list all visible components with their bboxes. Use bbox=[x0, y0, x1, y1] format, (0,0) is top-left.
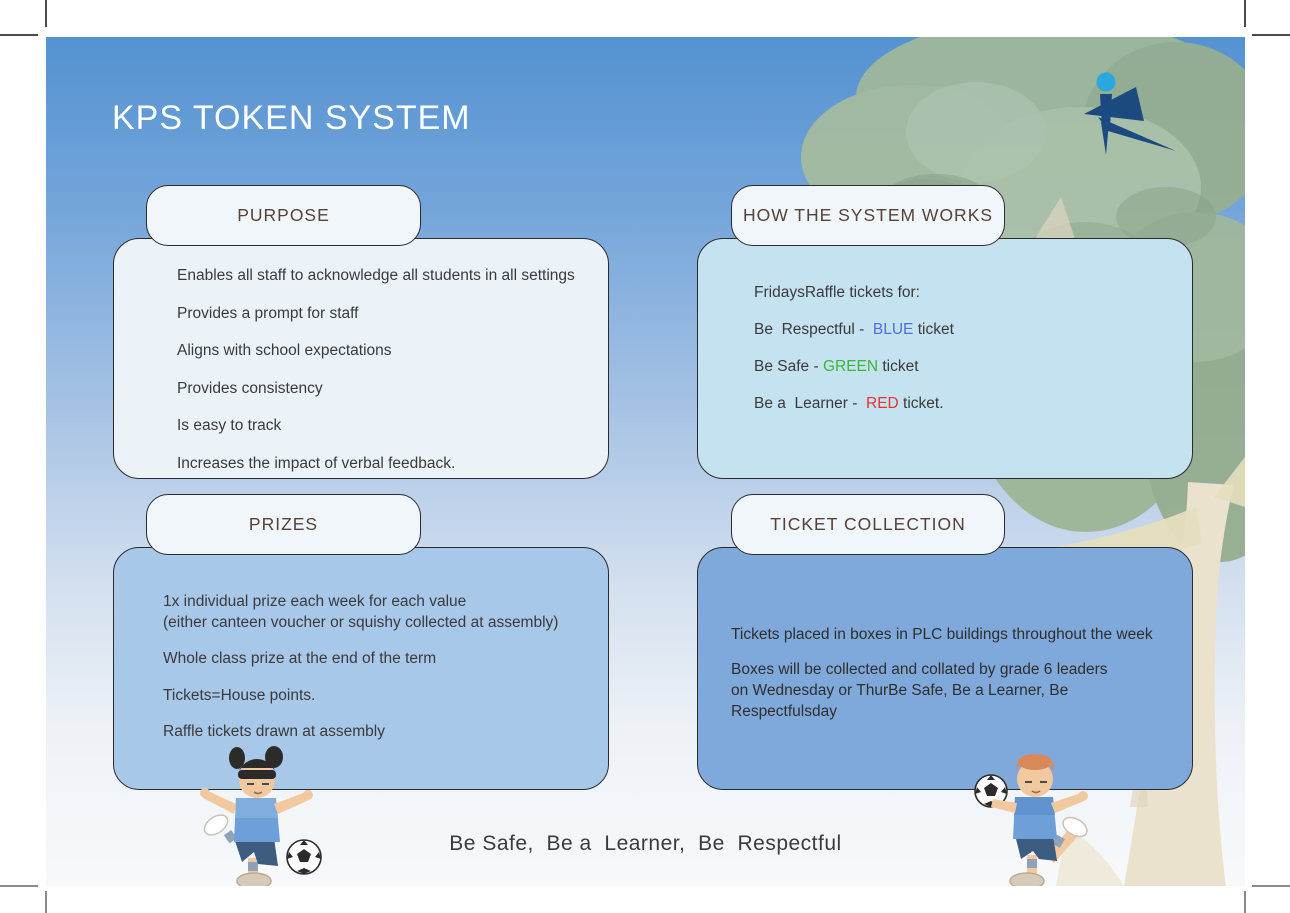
values-tagline: Be Safe, Be a Learner, Be Respectful bbox=[449, 832, 842, 855]
crop-mark-top-right-vertical bbox=[1244, 0, 1246, 27]
rule-suffix: ticket bbox=[878, 358, 919, 375]
collection-heading-pill: TICKET COLLECTION bbox=[731, 494, 1005, 555]
rule-prefix: Be Respectful - bbox=[754, 321, 873, 338]
how-heading-label: HOW THE SYSTEM WORKS bbox=[742, 205, 994, 225]
poster-page: KPS TOKEN SYSTEM PURPOSE Enables all sta… bbox=[46, 37, 1245, 886]
purpose-item: Provides a prompt for staff bbox=[177, 304, 359, 322]
prizes-item: Whole class prize at the end of the term bbox=[163, 650, 437, 667]
collection-card: Tickets placed in boxes in PLC buildings… bbox=[697, 547, 1193, 790]
prizes-card: 1x individual prize each week for each v… bbox=[113, 547, 609, 790]
how-heading-pill: HOW THE SYSTEM WORKS bbox=[731, 185, 1005, 246]
purpose-item: Is easy to track bbox=[177, 417, 282, 434]
crop-mark-bottom-left-horizontal bbox=[0, 885, 38, 887]
collection-heading-label: TICKET COLLECTION bbox=[770, 514, 966, 534]
prizes-item: 1x individual prize each week for each v… bbox=[163, 593, 559, 631]
ticket-color-word-blue: BLUE bbox=[872, 321, 914, 338]
prizes-item: Tickets=House points. bbox=[163, 686, 316, 704]
purpose-item: Aligns with school expectations bbox=[177, 342, 392, 359]
prizes-item: Raffle tickets drawn at assembly bbox=[163, 723, 385, 740]
rule-prefix: Be Safe - bbox=[754, 358, 823, 375]
purpose-heading-label: PURPOSE bbox=[237, 205, 330, 225]
purpose-card: Enables all staff to acknowledge all stu… bbox=[113, 238, 609, 479]
crop-mark-bottom-right-horizontal bbox=[1252, 885, 1290, 887]
rule-suffix: ticket bbox=[913, 321, 954, 338]
ticket-color-word-red: RED bbox=[866, 395, 899, 412]
crop-mark-bottom-right-vertical bbox=[1244, 891, 1246, 913]
raffle-intro-line: FridaysRaffle tickets for: bbox=[754, 284, 920, 301]
soccer-ball-icon bbox=[286, 839, 322, 875]
boy-soccer-illustration bbox=[974, 754, 1088, 886]
crop-mark-top-left-horizontal bbox=[0, 34, 38, 36]
purpose-heading-pill: PURPOSE bbox=[146, 185, 421, 246]
prizes-heading-label: PRIZES bbox=[248, 514, 319, 534]
crop-mark-top-left-vertical bbox=[45, 0, 47, 27]
ticket-rule-learner: Be a Learner - RED ticket. bbox=[754, 385, 1172, 422]
rule-prefix: Be a Learner - bbox=[754, 395, 867, 412]
collection-item: Boxes will be collected and collated by … bbox=[731, 661, 1108, 720]
girl-soccer-illustration bbox=[200, 746, 313, 886]
how-card: FridaysRaffle tickets for: Be Respectful… bbox=[697, 238, 1193, 479]
prizes-heading-pill: PRIZES bbox=[146, 494, 421, 555]
school-logo-icon bbox=[1084, 72, 1176, 155]
ticket-color-word-green: GREEN bbox=[822, 358, 879, 375]
ticket-rule-respectful: Be Respectful - BLUE ticket bbox=[754, 311, 1172, 348]
purpose-item: Provides consistency bbox=[177, 379, 323, 397]
purpose-item: Increases the impact of verbal feedback. bbox=[177, 454, 456, 472]
crop-mark-bottom-left-vertical bbox=[45, 891, 47, 913]
collection-item: Tickets placed in boxes in PLC buildings… bbox=[731, 626, 1153, 643]
ticket-rule-safe: Be Safe - GREEN ticket bbox=[754, 348, 1172, 385]
rule-suffix: ticket. bbox=[898, 395, 944, 412]
crop-mark-top-right-horizontal bbox=[1252, 34, 1290, 36]
purpose-item: Enables all staff to acknowledge all stu… bbox=[177, 267, 575, 284]
page-title: KPS TOKEN SYSTEM bbox=[112, 99, 471, 137]
